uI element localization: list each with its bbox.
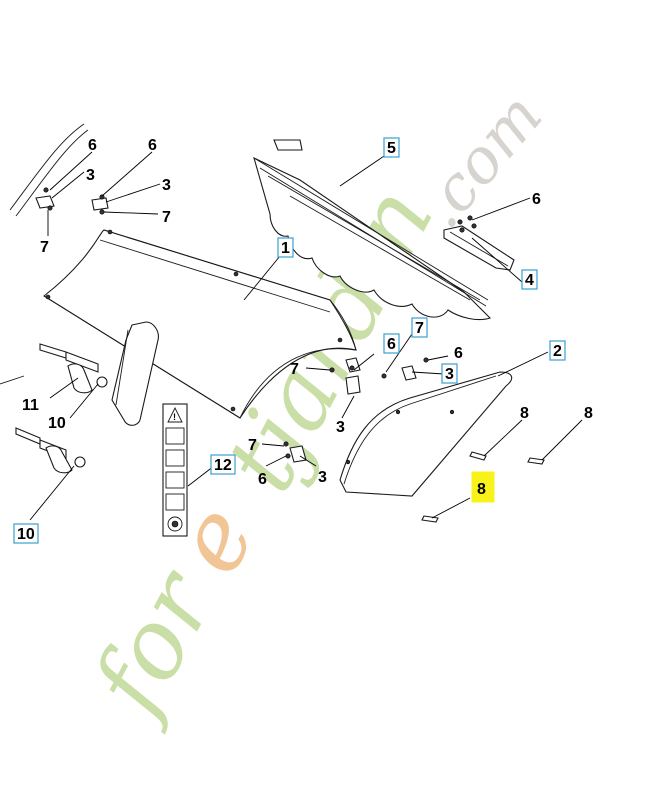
callout-3: 3 <box>162 177 171 194</box>
callout-11: 11 <box>22 397 39 414</box>
callout-12: 12 <box>214 457 232 474</box>
part-axle-set <box>0 343 108 474</box>
callout-box-10 <box>13 523 39 544</box>
watermark-text-for: for <box>69 551 238 736</box>
callout-10: 10 <box>17 526 35 543</box>
callout-3: 3 <box>86 167 95 184</box>
svg-text:!: ! <box>173 412 176 422</box>
callout-5: 5 <box>387 140 396 157</box>
part-side-arm <box>9 123 89 217</box>
callout-box-12 <box>210 454 236 475</box>
callout-6: 6 <box>454 345 463 362</box>
callout-box-3 <box>441 363 458 384</box>
callout-7: 7 <box>162 209 171 226</box>
callout-box-2 <box>549 340 566 361</box>
callout-8-selected: 8 <box>477 481 486 498</box>
callout-7: 7 <box>415 320 424 337</box>
callout-labels: 6 3 7 6 3 7 1 5 6 4 2 6 7 6 3 7 3 7 6 3 … <box>17 137 593 543</box>
callout-3: 3 <box>318 469 327 486</box>
leader-lines <box>29 151 583 521</box>
callout-6: 6 <box>148 137 157 154</box>
callout-2: 2 <box>553 343 562 360</box>
part-side-shield <box>339 371 513 497</box>
callout-6: 6 <box>88 137 97 154</box>
callout-7: 7 <box>290 361 299 378</box>
callout-8: 8 <box>584 405 593 422</box>
callout-6: 6 <box>532 191 541 208</box>
callout-4: 4 <box>525 272 534 289</box>
callout-6: 6 <box>258 471 267 488</box>
callout-3: 3 <box>336 419 345 436</box>
decal-sheet: ! <box>162 403 188 537</box>
callout-8: 8 <box>520 405 529 422</box>
part-clamp-bar <box>443 225 515 271</box>
callout-box-5 <box>383 137 400 158</box>
callout-6: 6 <box>387 336 396 353</box>
callout-box-7 <box>411 317 428 338</box>
callout-1: 1 <box>281 240 290 257</box>
callout-box-6 <box>383 333 400 354</box>
callout-7: 7 <box>40 239 49 256</box>
callout-box-4 <box>521 269 538 290</box>
callout-10: 10 <box>48 415 66 432</box>
part-small-brackets <box>35 195 417 463</box>
part-handle-bracket <box>111 321 159 426</box>
callout-box-1 <box>277 237 294 258</box>
callout-3: 3 <box>445 366 454 383</box>
callout-box-8-selected <box>471 471 495 503</box>
callout-7: 7 <box>248 437 257 454</box>
